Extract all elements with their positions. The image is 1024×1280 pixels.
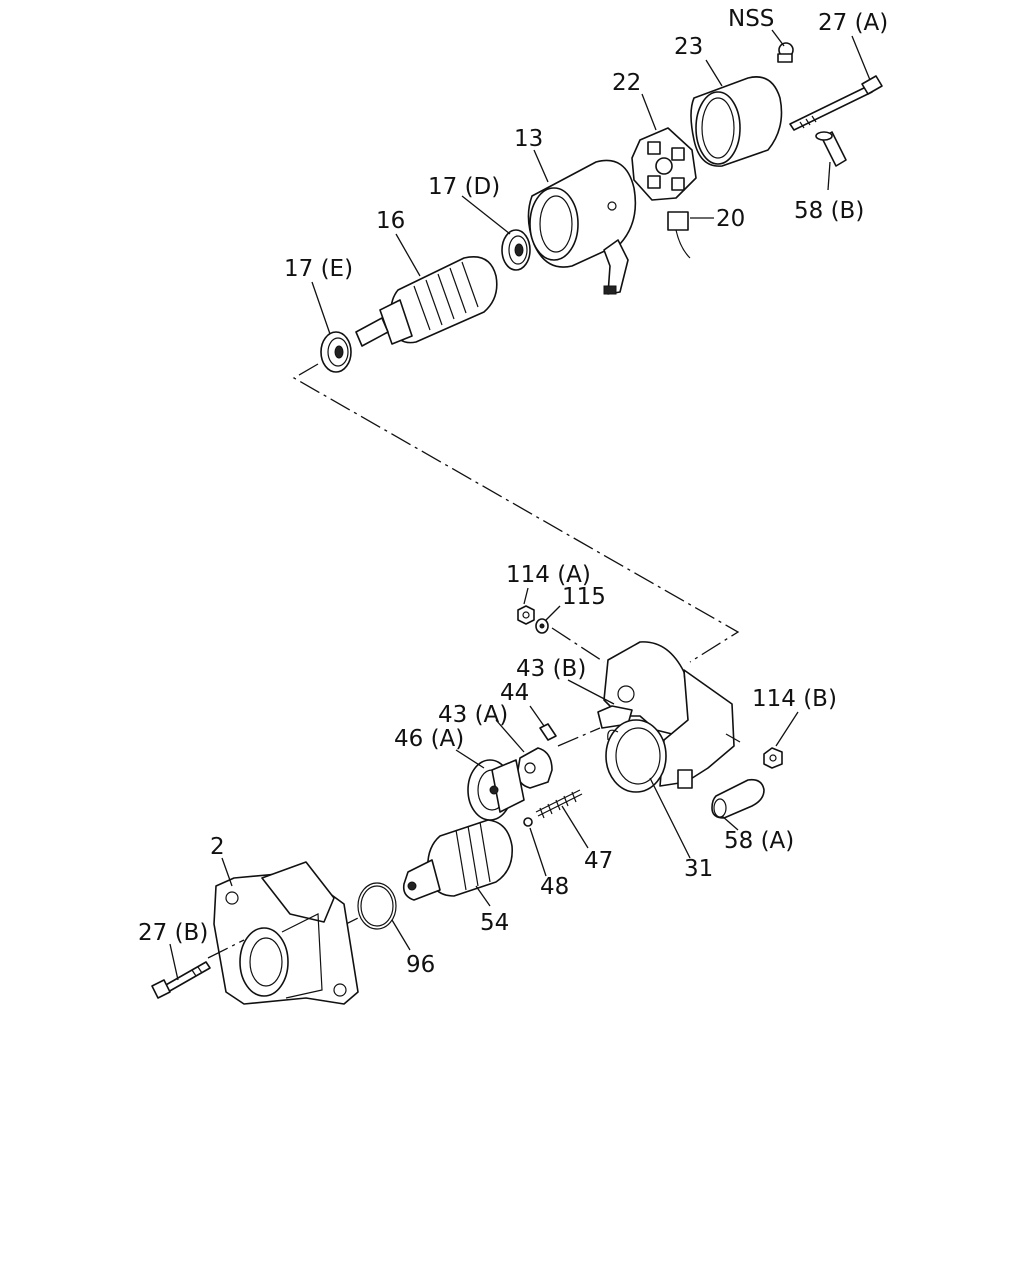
label-16: 16 — [376, 208, 405, 234]
label-22: 22 — [612, 70, 641, 96]
label-114b: 114 (B) — [752, 686, 837, 712]
part-44-pin[interactable] — [539, 723, 557, 741]
label-44: 44 — [500, 680, 529, 706]
label-27b: 27 (B) — [138, 920, 208, 946]
label-114a: 114 (A) — [506, 562, 591, 588]
center-line-115 — [551, 627, 605, 663]
label-46a: 46 (A) — [394, 726, 464, 752]
label-20: 20 — [716, 206, 745, 232]
part-17e-bearing[interactable] — [320, 331, 352, 373]
label-23: 23 — [674, 34, 703, 60]
label-58b: 58 (B) — [794, 198, 864, 224]
assembly-center-line — [292, 363, 740, 663]
part-48-ball[interactable] — [523, 817, 533, 827]
leader-lines — [169, 29, 871, 981]
label-13: 13 — [514, 126, 543, 152]
label-58a: 58 (A) — [724, 828, 794, 854]
part-114a-nut[interactable] — [517, 605, 535, 625]
part-16-armature[interactable] — [355, 256, 498, 347]
part-nss-screw[interactable] — [777, 42, 794, 63]
label-48: 48 — [540, 874, 569, 900]
part-115-washer[interactable] — [535, 618, 549, 634]
part-114b-nut[interactable] — [763, 747, 783, 769]
label-54: 54 — [480, 910, 509, 936]
label-27a: 27 (A) — [818, 10, 888, 36]
label-nss: NSS — [728, 6, 774, 32]
part-27a-through-bolt[interactable] — [789, 75, 883, 131]
part-17d-bearing[interactable] — [501, 229, 531, 271]
label-2: 2 — [210, 834, 225, 860]
label-96: 96 — [406, 952, 435, 978]
label-31: 31 — [684, 856, 713, 882]
part-2-front-housing[interactable] — [213, 861, 359, 1005]
label-43a: 43 (A) — [438, 702, 508, 728]
part-13-yoke[interactable] — [527, 159, 637, 295]
part-23-end-cover[interactable] — [690, 76, 783, 167]
part-labels: NSS 27 (A) 23 22 13 17 (D) 16 17 (E) 20 … — [138, 6, 888, 978]
part-27b-bolt[interactable] — [151, 961, 211, 999]
part-96-o-ring[interactable] — [357, 882, 397, 930]
part-31-magnetic-switch[interactable] — [605, 669, 741, 793]
center-line-27b — [207, 939, 245, 959]
part-20-brush[interactable] — [667, 211, 691, 259]
part-58b-fitting[interactable] — [815, 131, 847, 167]
label-43b: 43 (B) — [516, 656, 586, 682]
part-22-brush-holder[interactable] — [631, 127, 697, 201]
label-47: 47 — [584, 848, 613, 874]
part-46a-gear[interactable] — [467, 759, 525, 821]
part-43a-collar[interactable] — [516, 747, 553, 789]
part-47-spring[interactable] — [535, 789, 583, 819]
part-58a-tube[interactable] — [711, 778, 765, 819]
label-17d: 17 (D) — [428, 174, 500, 200]
label-17e: 17 (E) — [284, 256, 353, 282]
part-54-pinion[interactable] — [402, 819, 513, 901]
part-43b-lever[interactable] — [597, 641, 691, 735]
label-115: 115 — [562, 584, 606, 610]
center-line-44 — [557, 727, 601, 747]
